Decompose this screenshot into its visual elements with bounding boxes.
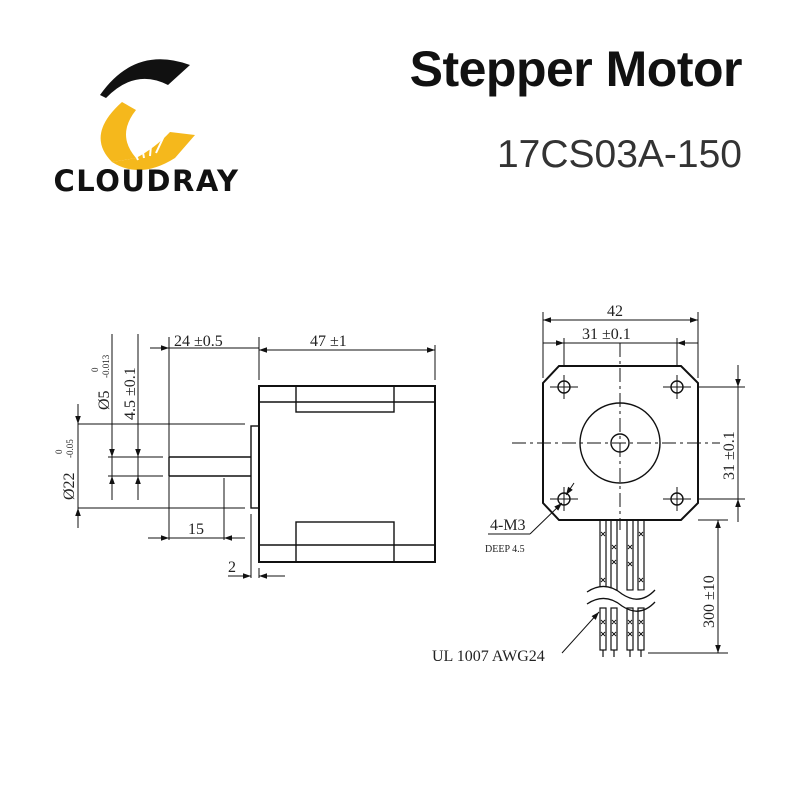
shaft-diameter-label: Ø5: [96, 390, 113, 410]
hole-depth-label: DEEP 4.5: [485, 544, 525, 555]
mount-holes-label: 4-M3: [490, 517, 526, 534]
page-title: Stepper Motor: [409, 41, 743, 97]
wire-spec-label: UL 1007 AWG24: [432, 648, 545, 665]
side-view: [75, 334, 436, 579]
boss-diameter-tol-upper: 0: [54, 449, 64, 454]
lead-length-label: 300 ±10: [701, 575, 718, 628]
cloudray-logo-icon: [100, 59, 195, 171]
boss-diameter-tol-lower: -0.05: [65, 439, 75, 458]
model-number: 17CS03A-150: [496, 133, 742, 176]
front-view: [488, 312, 745, 657]
hole-spacing-v-label: 31 ±0.1: [721, 431, 738, 480]
frame-size-label: 42: [607, 303, 623, 320]
body-length-label: 47 ±1: [310, 333, 347, 350]
hole-spacing-h-label: 31 ±0.1: [582, 326, 631, 343]
flat-length-label: 15: [188, 521, 204, 538]
boss-thickness-label: 2: [228, 559, 236, 576]
shaft-diameter-tol-upper: 0: [90, 367, 100, 372]
shaft-length-label: 24 ±0.5: [174, 333, 223, 350]
boss-diameter-label: Ø22: [61, 472, 78, 500]
shaft-diameter-tol-lower: -0.013: [101, 354, 111, 378]
brand-name: CLOUDRAY: [53, 164, 240, 198]
flat-depth-label: 4.5 ±0.1: [122, 367, 139, 420]
